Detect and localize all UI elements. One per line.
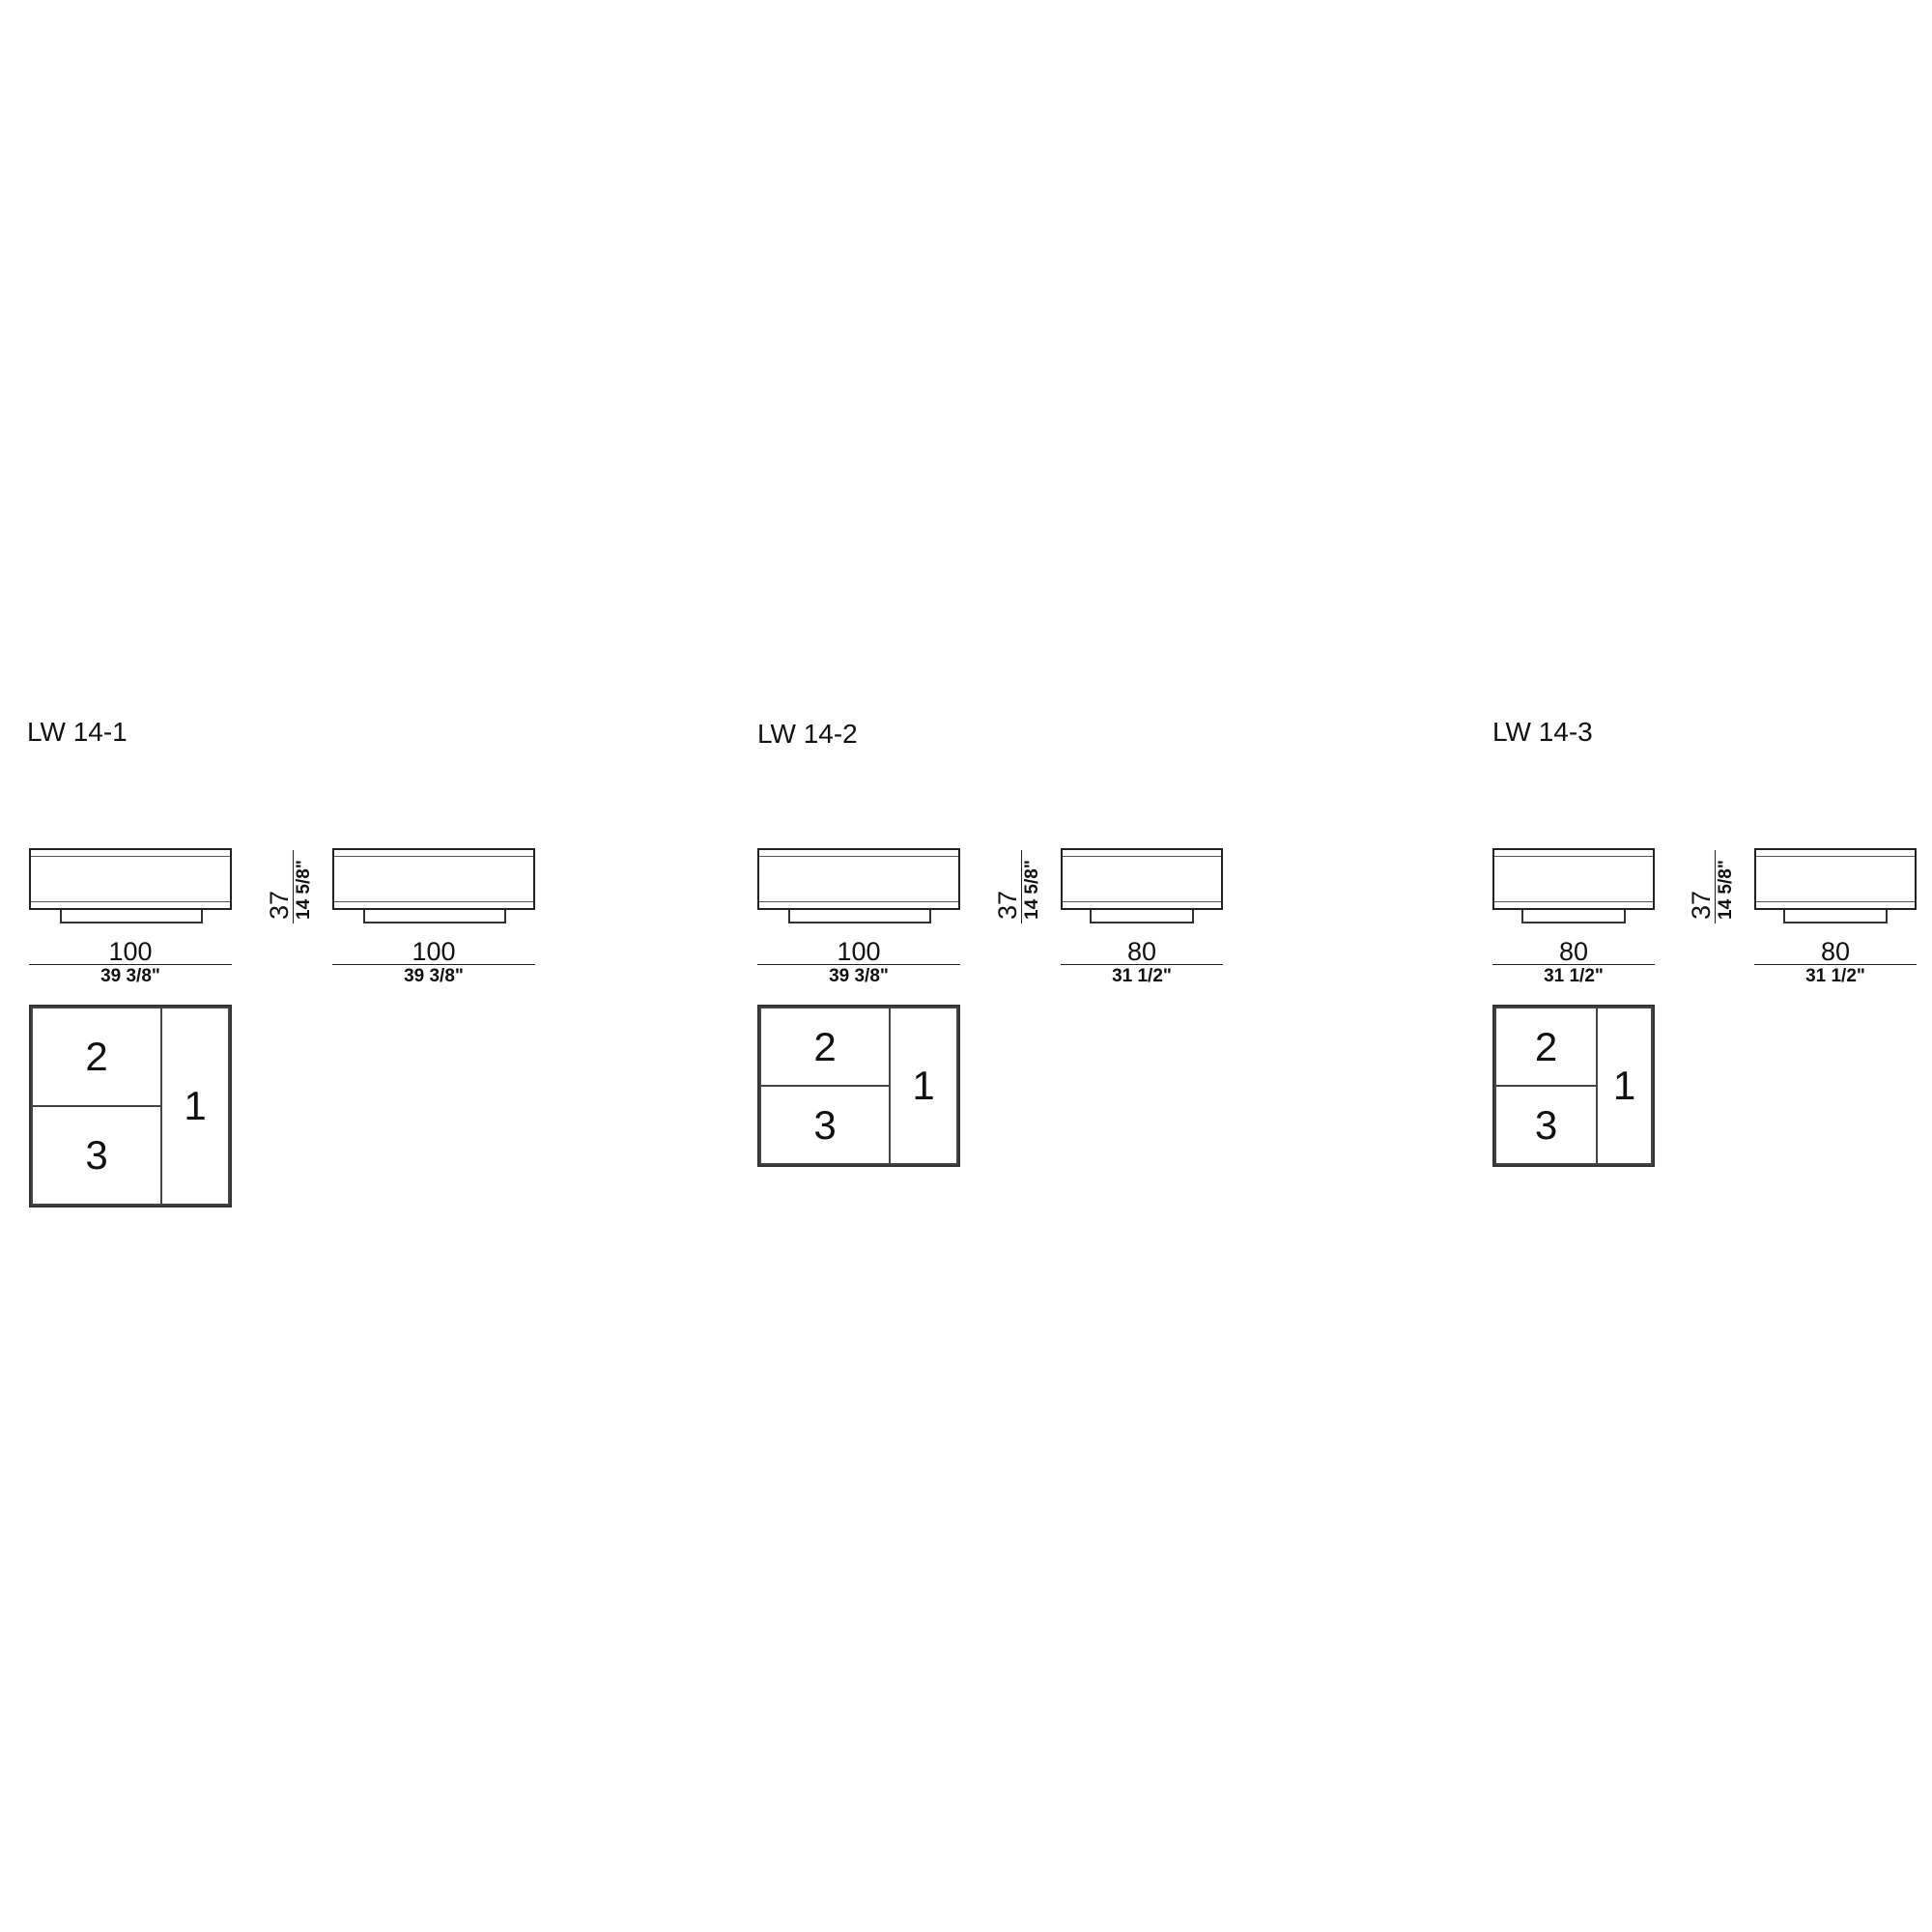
height-cm: 37 [993,890,1022,920]
plan-cell-1: 1 [1596,1007,1653,1165]
front-width-dimline [29,964,232,965]
plan-cell-2: 2 [31,1007,162,1107]
height-dimline [293,850,294,923]
model-title: LW 14-2 [757,719,858,749]
height-in: 14 5/8" [1716,860,1736,920]
height-dimension: 37 [265,890,294,920]
plan-cell-1: 1 [160,1007,230,1206]
front-width-in: 31 1/2" [1544,966,1604,986]
plan-cell-3: 3 [1494,1085,1598,1165]
front-width-in: 39 3/8" [829,966,889,986]
front-plinth [788,910,931,923]
height-dimension-inches: 14 5/8" [294,860,314,920]
side-width-dimline [1061,964,1223,965]
plan-cell-1: 1 [889,1007,958,1165]
height-cm: 37 [265,890,294,920]
front-width-cm: 100 [837,937,881,966]
plan-cell-3: 3 [759,1085,891,1165]
front-width-dimline [1492,964,1655,965]
side-elevation [1061,848,1223,910]
height-dimline [1021,850,1022,923]
side-width-in: 31 1/2" [1805,966,1865,986]
plan-view: 2 3 1 [1492,1005,1655,1167]
height-in: 14 5/8" [1022,860,1042,920]
height-cm: 37 [1687,890,1716,920]
front-elevation [29,848,232,910]
height-dimension-inches: 14 5/8" [1716,860,1736,920]
model-title: LW 14-3 [1492,717,1593,747]
plan-cell-2: 2 [759,1007,891,1087]
side-elevation [332,848,535,910]
height-in: 14 5/8" [294,860,314,920]
height-dimension: 37 [1687,890,1716,920]
front-width-cm: 80 [1558,937,1589,966]
height-dimline [1715,850,1716,923]
plan-view: 2 3 1 [29,1005,232,1208]
front-plinth [1521,910,1626,923]
side-width-dimline [332,964,535,965]
height-dimension-inches: 14 5/8" [1022,860,1042,920]
side-plinth [1783,910,1888,923]
side-width-in: 39 3/8" [404,966,464,986]
front-width-dimline [757,964,960,965]
side-plinth [363,910,506,923]
side-plinth [1090,910,1194,923]
plan-cell-2: 2 [1494,1007,1598,1087]
front-plinth [60,910,203,923]
side-elevation [1754,848,1917,910]
plan-cell-3: 3 [31,1105,162,1206]
front-width-cm: 100 [108,937,153,966]
side-width-cm: 80 [1820,937,1851,966]
front-elevation [1492,848,1655,910]
front-elevation [757,848,960,910]
front-width-in: 39 3/8" [100,966,160,986]
height-dimension: 37 [993,890,1022,920]
plan-view: 2 3 1 [757,1005,960,1167]
side-width-cm: 100 [412,937,456,966]
side-width-dimline [1754,964,1917,965]
side-width-cm: 80 [1126,937,1157,966]
side-width-in: 31 1/2" [1112,966,1172,986]
model-title: LW 14-1 [27,717,128,747]
